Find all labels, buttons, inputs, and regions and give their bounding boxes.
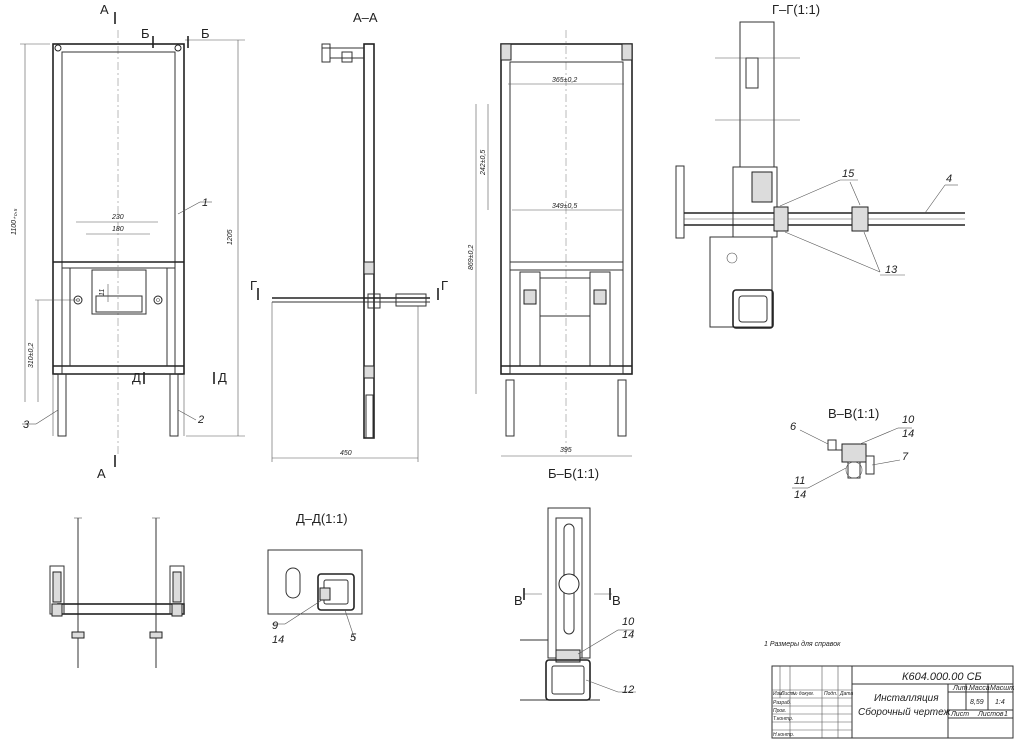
callout-6: 6 (790, 421, 797, 433)
mass-value: 8,59 (970, 699, 984, 706)
side-view-aa (257, 43, 439, 462)
sheet-label: Лист (950, 711, 969, 718)
document-name-2: Сборочный чертеж (858, 706, 952, 718)
tb-row-sign: Подп. (824, 691, 837, 697)
dim-11: 11 (99, 289, 106, 296)
tb-role-4: Н.контр. (773, 732, 794, 738)
callout-10-bb: 10 (622, 616, 635, 628)
callout-12: 12 (622, 684, 634, 696)
title-view-gg: Г–Г(1:1) (772, 2, 820, 17)
dim-395: 395 (560, 447, 572, 454)
callout-14-vv-b: 14 (794, 489, 806, 501)
dim-450: 450 (340, 450, 352, 457)
title-view-vv: В–В(1:1) (828, 406, 879, 421)
dim-180: 180 (112, 226, 124, 233)
front-view (20, 12, 245, 467)
marker-a-bottom: А (97, 466, 106, 481)
callout-13: 13 (885, 264, 898, 276)
sheets-count: 1 (1004, 711, 1008, 718)
callout-5: 5 (350, 632, 357, 644)
col-lit: Лит. (952, 685, 969, 692)
callout-15: 15 (842, 168, 855, 180)
dim-869: 869±0,2 (468, 245, 475, 270)
callout-7: 7 (902, 451, 909, 463)
title-view-dd: Д–Д(1:1) (296, 511, 348, 526)
marker-g-left: Г (250, 278, 257, 293)
callout-3: 3 (23, 419, 30, 431)
tb-row-izm: Изм. (773, 691, 784, 697)
marker-b-left: Б (141, 26, 150, 41)
dim-365: 365±0,2 (552, 77, 577, 84)
section-gg (675, 21, 965, 329)
sheets-label: Листов (977, 711, 1004, 718)
section-vv (792, 427, 912, 489)
callout-2: 2 (197, 414, 204, 426)
marker-d-left: Д (132, 370, 141, 385)
scale-value: 1:4 (995, 699, 1005, 706)
title-view-aa: A–A (353, 10, 378, 25)
callout-14-bb: 14 (622, 629, 634, 641)
callout-10-vv: 10 (902, 414, 915, 426)
document-code: К604.000.00 СБ (902, 671, 982, 683)
marker-b-right: Б (201, 26, 210, 41)
rear-view (475, 30, 633, 457)
dim-230: 230 (111, 214, 124, 221)
dim-1100: 1100₊₀,₅ (11, 208, 18, 235)
tb-role-2: Т.контр. (773, 716, 793, 722)
tb-role-1: Пров. (773, 708, 786, 714)
section-bb (520, 507, 636, 701)
technical-note: 1 Размеры для справок (764, 640, 841, 648)
tb-role-0: Разраб. (773, 700, 791, 706)
dim-310: 310±0,2 (28, 343, 35, 368)
tb-row-doc: № докум. (792, 691, 814, 697)
dim-349: 349±0,5 (552, 203, 577, 210)
tb-row-list: Лист (780, 691, 794, 697)
tb-row-date: Дата (839, 691, 853, 697)
callout-9: 9 (272, 620, 278, 632)
marker-a-top: А (100, 2, 109, 17)
dim-1205: 1205 (227, 229, 234, 245)
callout-1: 1 (202, 197, 208, 209)
document-name-1: Инсталляция (874, 693, 939, 704)
col-scale: Масштаб (990, 684, 1014, 692)
section-dd (267, 549, 363, 641)
marker-v-left: В (514, 593, 523, 608)
bottom-view (49, 517, 185, 668)
dim-242: 242±0,5 (480, 150, 487, 176)
callout-11: 11 (794, 475, 805, 487)
marker-g-right: Г (441, 278, 448, 293)
callout-4: 4 (946, 173, 952, 185)
title-block (771, 665, 1014, 739)
callout-14-vv-a: 14 (902, 428, 914, 440)
title-view-bb: Б–Б(1:1) (548, 466, 599, 481)
marker-v-right: В (612, 593, 621, 608)
col-mass: Масса (969, 685, 990, 692)
marker-d-right: Д (218, 370, 227, 385)
callout-14-dd: 14 (272, 634, 284, 646)
